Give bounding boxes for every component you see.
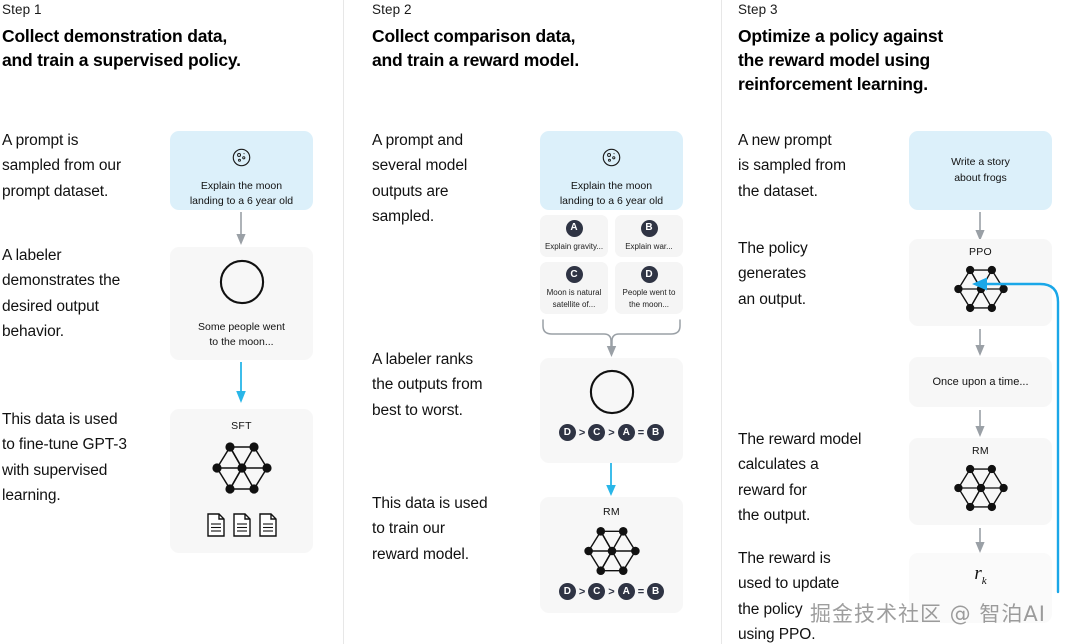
step-3-paragraph-2: The policy generates an output. (738, 240, 808, 308)
ppo-model-label: PPO (968, 246, 993, 258)
output-chip-b: B (640, 219, 658, 237)
step-2-paragraph-1: A prompt and several model outputs are s… (372, 132, 468, 225)
step-2-rm-panel: RM (540, 497, 683, 613)
output-card-d: D People went to the moon... (615, 262, 683, 314)
step-2-column: Step 2 Collect comparison data, and trai… (344, 0, 722, 644)
step-3-output-panel: Once upon a time... (909, 357, 1052, 407)
moon-icon (601, 132, 622, 173)
step-1-paragraph-1: A prompt is sampled from our prompt data… (2, 132, 122, 200)
step-2-title: Collect comparison data, and train a rew… (372, 26, 579, 71)
step-2-prompt-box: Explain the moon landing to a 6 year old (540, 131, 683, 210)
rank-chip-1: C (588, 583, 606, 600)
reward-r: r (974, 563, 982, 584)
step-3-paragraph-4: The reward is used to update the policy … (738, 550, 840, 643)
output-chip-c: C (565, 266, 583, 284)
step-3-column: Step 3 Optimize a policy against the rew… (722, 0, 1080, 644)
step-1-label: Step 1 (2, 2, 42, 17)
step-1-paragraph-2: A labeler demonstrates the desired outpu… (2, 247, 121, 340)
rank-chip-3: B (647, 583, 665, 600)
rank-op-0: > (578, 426, 586, 439)
rm-model-label: RM (972, 445, 989, 457)
rank-chip-3: B (647, 424, 665, 441)
rank-chip-1: C (588, 424, 606, 441)
column-divider-1 (343, 0, 344, 644)
step-1-labeler-panel: Some people went to the moon... (170, 247, 313, 360)
rank-chip-0: D (558, 583, 576, 600)
arrow-down-icon (975, 212, 985, 241)
step-2-ranking-panel: D > C > A = B (540, 358, 683, 463)
merge-brace-arrow-icon (542, 319, 681, 357)
rank-op-2: = (637, 585, 645, 598)
rank-op-1: > (608, 585, 615, 598)
step-3-rm-panel: RM (909, 438, 1052, 525)
output-text-d: People went to the moon... (622, 288, 676, 309)
step-1-labeler-output: Some people went to the moon... (198, 321, 285, 349)
step-3-paragraph-1: A new prompt is sampled from the dataset… (738, 132, 846, 200)
moon-icon (231, 132, 252, 173)
reward-k: k (981, 574, 987, 587)
rank-chip-2: A (617, 424, 635, 441)
rank-op-0: > (578, 585, 586, 598)
step-1-prompt-box: Explain the moon landing to a 6 year old (170, 131, 313, 210)
neural-network-icon (575, 522, 649, 585)
neural-network-icon (947, 460, 1015, 521)
step-3-title: Optimize a policy against the reward mod… (738, 26, 944, 95)
output-card-a: A Explain gravity... (540, 215, 608, 257)
arrow-down-icon (975, 528, 985, 553)
step-1-column: Step 1 Collect demonstration data, and t… (0, 0, 344, 644)
step-1-prompt-text: Explain the moon landing to a 6 year old (189, 180, 294, 208)
rank-chip-0: D (558, 424, 576, 441)
output-text-c: Moon is natural satellite of... (546, 288, 602, 309)
document-stack-icon (206, 513, 278, 537)
labeler-person-icon (219, 259, 265, 310)
sft-model-label: SFT (231, 420, 252, 432)
step-3-generated-output: Once upon a time... (932, 376, 1029, 388)
output-card-c: C Moon is natural satellite of... (540, 262, 608, 314)
arrow-down-icon (975, 329, 985, 356)
output-card-b: B Explain war... (615, 215, 683, 257)
step-2-label: Step 2 (372, 2, 412, 17)
arrow-down-blue-icon (606, 463, 616, 496)
feedback-loop-arrow-icon (972, 277, 1060, 594)
rank-op-1: > (608, 426, 615, 439)
reward-symbol: rk (909, 563, 1052, 587)
step-2-paragraph-3: This data is used to train our reward mo… (372, 495, 488, 563)
rm-model-label: RM (603, 506, 620, 518)
step-3-label: Step 3 (738, 2, 778, 17)
step-3-prompt-box: Write a story about frogs (909, 131, 1052, 210)
ranking-row-rm: D > C > A = B (540, 583, 683, 600)
step-3-paragraph-3: The reward model calculates a reward for… (738, 431, 862, 524)
labeler-person-icon (589, 369, 635, 420)
step-1-paragraph-3: This data is used to fine-tune GPT-3 wit… (2, 411, 127, 504)
step-3-prompt-text: Write a story about frogs (951, 156, 1010, 184)
output-text-b: Explain war... (625, 241, 673, 251)
output-text-a: Explain gravity... (544, 241, 604, 251)
step-1-sft-panel: SFT (170, 409, 313, 553)
ranking-row: D > C > A = B (540, 424, 683, 441)
step-3-reward-panel: rk (909, 553, 1052, 623)
watermark: 掘金技术社区 @ 智泊AI (810, 602, 1046, 626)
rank-op-2: = (637, 426, 645, 439)
neural-network-icon (205, 437, 279, 504)
rank-chip-2: A (617, 583, 635, 600)
step-1-title: Collect demonstration data, and train a … (2, 26, 241, 71)
step-2-prompt-text: Explain the moon landing to a 6 year old (559, 180, 664, 208)
arrow-down-icon (975, 410, 985, 437)
step-2-paragraph-2: A labeler ranks the outputs from best to… (372, 351, 483, 419)
arrow-down-blue-icon (236, 362, 246, 403)
arrow-down-icon (236, 212, 246, 245)
neural-network-icon (947, 261, 1015, 322)
output-chip-a: A (565, 219, 583, 237)
output-chip-d: D (640, 266, 658, 284)
column-divider-2 (721, 0, 722, 644)
